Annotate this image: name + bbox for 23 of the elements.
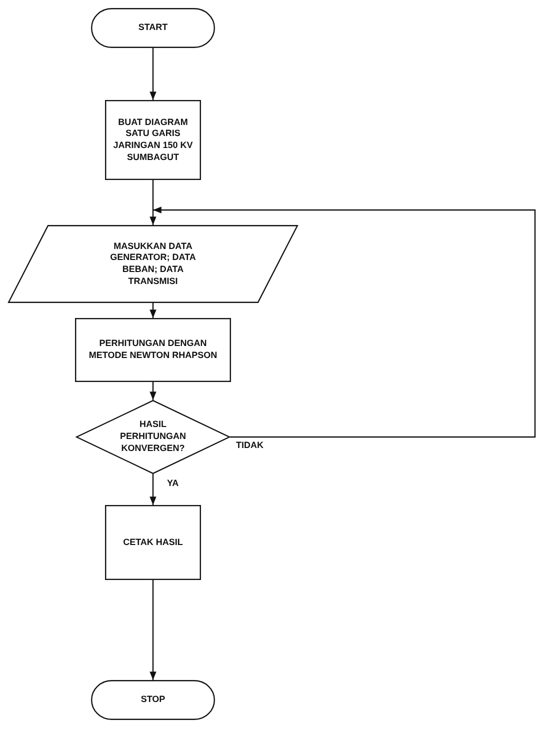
box-text: START bbox=[138, 22, 168, 34]
arrow bbox=[150, 382, 156, 400]
box-text: MASUKKAN DATA GENERATOR; DATA BEBAN; DATA TRANSMISI bbox=[109, 240, 197, 288]
arrow bbox=[150, 580, 156, 680]
arrow bbox=[153, 206, 536, 438]
box-text: STOP bbox=[140, 694, 166, 706]
arrow bbox=[150, 48, 156, 100]
edge-label: TIDAK bbox=[236, 440, 264, 450]
box-text: HASIL PERHITUNGAN KONVERGEN? bbox=[118, 419, 187, 455]
process-box bbox=[105, 100, 201, 180]
decision-diamond bbox=[76, 400, 230, 474]
edge-label: YA bbox=[167, 478, 179, 488]
arrow bbox=[150, 474, 156, 505]
process-box bbox=[75, 318, 231, 382]
process-box bbox=[105, 505, 201, 580]
terminal-shape bbox=[91, 680, 215, 720]
terminal-shape bbox=[91, 8, 215, 48]
arrow bbox=[150, 180, 156, 225]
box-text: PERHITUNGAN DENGAN METODE NEWTON RHAPSON bbox=[88, 338, 218, 362]
box-text: BUAT DIAGRAM SATU GARIS JARINGAN 150 KV SUMBAGUT bbox=[113, 116, 193, 164]
box-text: CETAK HASIL bbox=[123, 536, 183, 548]
input-parallelogram bbox=[8, 225, 298, 303]
arrow bbox=[150, 303, 156, 318]
